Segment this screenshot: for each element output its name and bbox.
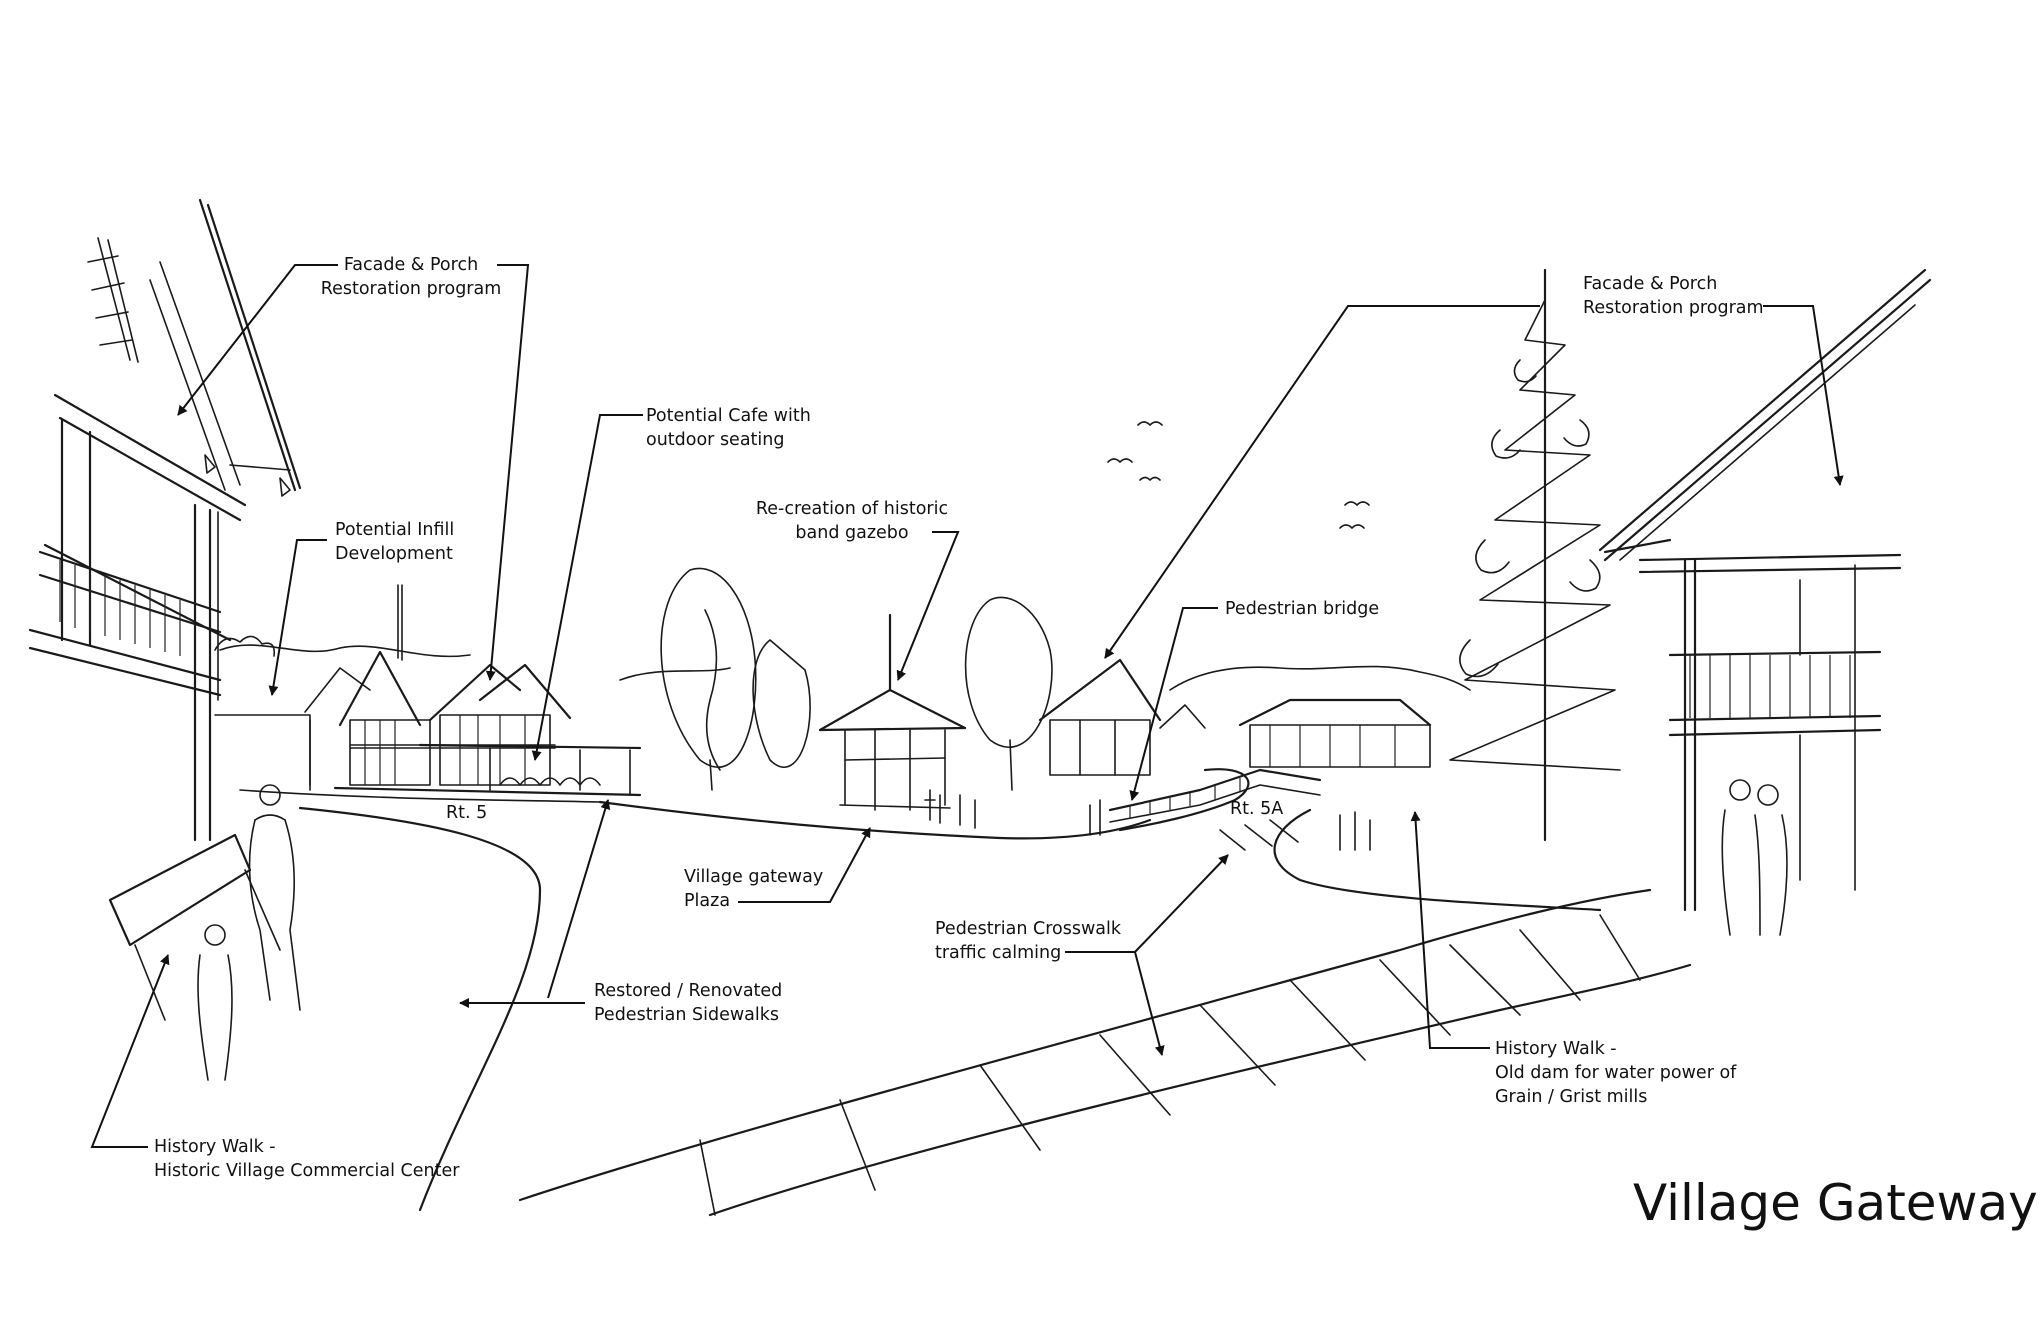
annotation-history-commercial: History Walk - Historic Village Commercia… — [154, 1137, 460, 1181]
annotation-line: Restoration program — [1583, 298, 1764, 318]
annotation-line: Plaza — [684, 891, 730, 911]
drawing-title: Village Gateway — [1633, 1174, 2038, 1232]
annotation-line: Facade & Porch — [1583, 274, 1717, 294]
annotation-line: Pedestrian bridge — [1225, 599, 1379, 619]
annotation-line: outdoor seating — [646, 430, 784, 450]
annotation-line: Pedestrian Crosswalk — [935, 919, 1122, 939]
birds — [1107, 421, 1370, 529]
gazebo — [660, 567, 1053, 811]
annotation-crosswalk: Pedestrian Crosswalk traffic calming — [935, 919, 1122, 963]
center-right-houses — [1038, 658, 1432, 823]
roads-sidewalks — [239, 768, 1692, 1217]
annotation-line: traffic calming — [935, 943, 1061, 963]
pine-tree — [1449, 268, 1621, 842]
annotation-line: History Walk - — [1495, 1039, 1617, 1059]
annotation-line: Old dam for water power of — [1495, 1063, 1737, 1083]
annotation-line: Potential Infill — [335, 520, 454, 540]
annotation-line: Development — [335, 544, 453, 564]
annotation-history-dam: History Walk - Old dam for water power of… — [1495, 1039, 1737, 1107]
annotation-line: Restored / Renovated — [594, 981, 782, 1001]
annotation-line: Re-creation of historic — [756, 499, 948, 519]
road-label-rt5: Rt. 5 — [446, 803, 487, 823]
mid-left-buildings — [214, 584, 642, 797]
annotation-gazebo: Re-creation of historic band gazebo — [756, 499, 948, 543]
annotation-bridge: Pedestrian bridge — [1225, 599, 1379, 619]
annotation-line: History Walk - — [154, 1137, 276, 1157]
annotation-line: Grain / Grist mills — [1495, 1087, 1647, 1107]
left-foreground-building — [28, 198, 302, 842]
annotation-line: Village gateway — [684, 867, 823, 887]
people-sketches — [108, 779, 1788, 1081]
annotation-line: Historic Village Commercial Center — [154, 1161, 460, 1181]
annotation-line: Pedestrian Sidewalks — [594, 1005, 779, 1025]
annotation-line: Restoration program — [321, 279, 502, 299]
background-hills — [219, 644, 1471, 691]
road-label-rt5a: Rt. 5A — [1230, 799, 1283, 819]
annotation-line: band gazebo — [795, 523, 908, 543]
annotation-line: Potential Cafe with — [646, 406, 811, 426]
right-foreground-building — [1598, 268, 1932, 912]
annotation-line: Facade & Porch — [344, 255, 478, 275]
annotation-cafe: Potential Cafe with outdoor seating — [646, 406, 811, 450]
annotation-leaders — [90, 264, 1844, 1148]
